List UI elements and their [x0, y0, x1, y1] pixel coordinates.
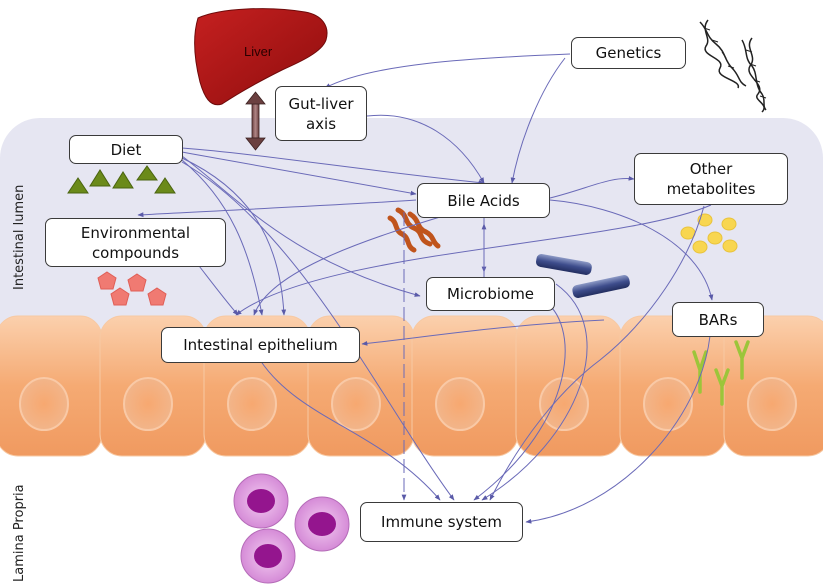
dna-icon: [699, 19, 767, 113]
cell-nuclei: [19, 377, 797, 431]
metabolite-particles-icon: [680, 213, 738, 254]
other-metabolites-node: Other metabolites: [634, 153, 788, 205]
liver-gut-bidirectional-arrow: [245, 91, 266, 151]
environmental-compound-particles-icon: [97, 271, 167, 306]
intestinal-lumen-label: Intestinal lumen: [12, 184, 27, 290]
connection-arrows: [137, 53, 714, 524]
environmental-compounds-node: Environmental compounds: [45, 218, 226, 267]
liver-label: Liver: [244, 44, 273, 59]
microbiome-node: Microbiome: [426, 277, 555, 311]
genetics-node: Genetics: [571, 37, 686, 69]
immune-cells-icon: [233, 473, 350, 584]
bile-acids-node: Bile Acids: [417, 183, 550, 218]
lamina-propria-label: Lamina Propria: [12, 484, 27, 582]
immune-system-node: Immune system: [360, 502, 523, 542]
rod-bacteria-icon: [536, 254, 630, 298]
intestinal-epithelium-node: Intestinal epithelium: [161, 327, 360, 363]
diet-particles-icon: [67, 165, 176, 194]
gut-liver-axis-node: Gut-liver axis: [275, 86, 367, 141]
intestinal-lumen-region: [0, 118, 823, 368]
liver-icon: [194, 8, 328, 106]
diet-node: Diet: [69, 135, 183, 164]
receptor-y-icon: [692, 340, 750, 406]
bars-node: BARs: [672, 302, 764, 337]
